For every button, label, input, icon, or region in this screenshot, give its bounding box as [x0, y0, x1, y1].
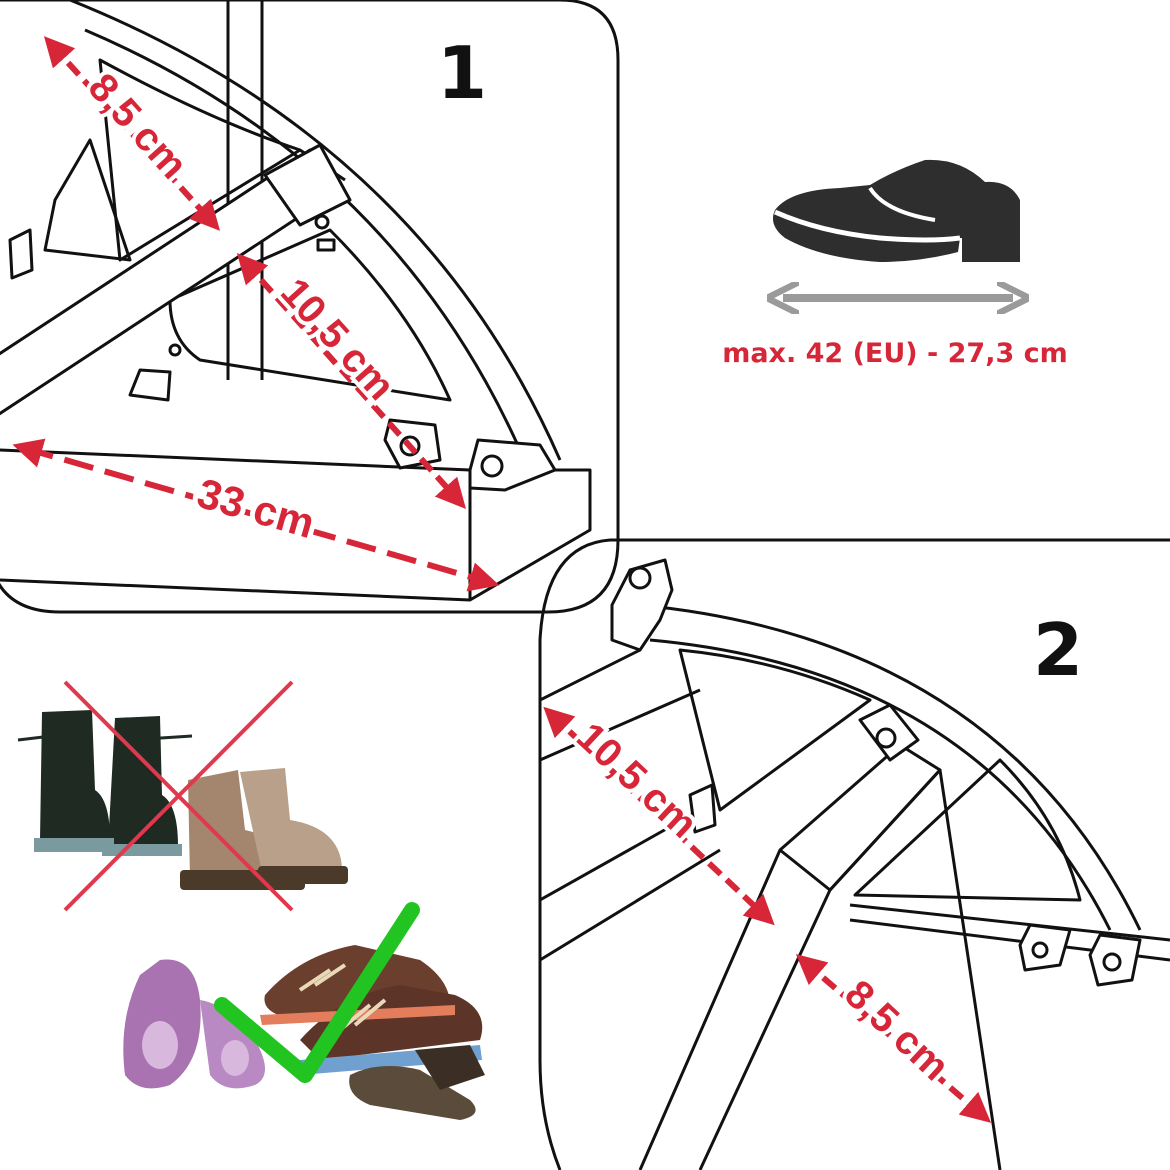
max-shoe-size-label: max. 42 (EU) - 27,3 cm	[722, 338, 1068, 369]
dimension-arrow-right	[795, 954, 992, 1123]
check-mark-icon	[214, 902, 420, 1083]
panel-2: 10,5 cm 8,5 cm 2	[538, 538, 1170, 1170]
brown-boots-icon	[180, 768, 348, 890]
footwear-not-allowed	[17, 680, 348, 912]
slippers-icon	[349, 1045, 485, 1120]
dimension-arrow-left	[543, 706, 775, 926]
footwear-allowed	[123, 902, 485, 1120]
step-number-1: 1	[437, 31, 487, 115]
panel-1-frame	[0, 0, 620, 614]
dim-label-left: 10,5 cm	[568, 714, 705, 846]
step-number-2: 2	[1033, 608, 1083, 692]
panel-1: 8,5 cm 10,5 cm 33 cm 1	[0, 0, 620, 614]
panel-2-frame	[538, 538, 1170, 1170]
dim-label-top: 8,5 cm	[80, 65, 196, 187]
dim-label-right: 8,5 cm	[836, 972, 957, 1089]
dimension-arrow-base	[12, 438, 500, 592]
shoe-size-info	[772, 159, 1020, 298]
dress-shoe-icon	[772, 159, 1020, 262]
ballet-flats-icon	[123, 959, 265, 1089]
dimension-arrow-top	[43, 36, 221, 231]
cross-line-2	[63, 680, 294, 912]
